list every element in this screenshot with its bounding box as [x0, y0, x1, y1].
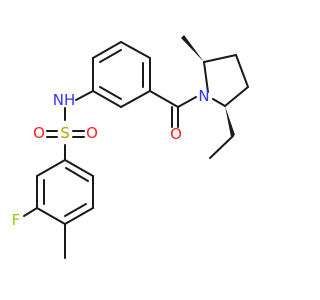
- ethyl-wedge-bond: [225, 106, 235, 137]
- top-benzene-ring: [92, 41, 151, 108]
- bond: [224, 86, 249, 107]
- bond: [75, 90, 94, 101]
- bond: [203, 61, 209, 93]
- bond: [120, 90, 151, 108]
- structure-canvas: NH N S O O O F: [12, 35, 249, 259]
- bottom-benzene-ring: [23, 159, 94, 259]
- bond-inner: [99, 86, 122, 100]
- ring-nitrogen-label: N: [198, 87, 209, 105]
- bond: [203, 54, 237, 63]
- sulfur-label: S: [60, 124, 70, 142]
- fluoro-bond: [23, 207, 38, 217]
- carbonyl-oxygen-label: O: [170, 125, 182, 143]
- bond: [64, 159, 94, 177]
- sulfonyl-oxygen-left-label: O: [33, 124, 45, 142]
- fluorine-label: F: [12, 211, 21, 229]
- molecule-diagram: NH N S O O O F: [12, 35, 249, 259]
- bond: [235, 54, 249, 88]
- bond: [120, 41, 151, 59]
- bond-inner: [99, 49, 122, 63]
- nh-label: NH: [53, 91, 76, 109]
- amide-pyrrolidine: [149, 35, 249, 159]
- bond: [177, 96, 197, 108]
- bond: [36, 207, 66, 225]
- ethyl-bond: [209, 135, 234, 159]
- bond-inner: [65, 167, 89, 182]
- bond: [92, 90, 122, 108]
- bond: [92, 41, 122, 59]
- bond-inner: [64, 203, 87, 217]
- sulfonyl-oxygen-right-label: O: [86, 124, 98, 142]
- bond: [36, 159, 66, 177]
- sulfonamide: [46, 90, 94, 161]
- bond: [149, 90, 179, 108]
- bond: [64, 207, 94, 225]
- methyl-wedge-bond: [181, 35, 204, 62]
- bond: [212, 98, 226, 107]
